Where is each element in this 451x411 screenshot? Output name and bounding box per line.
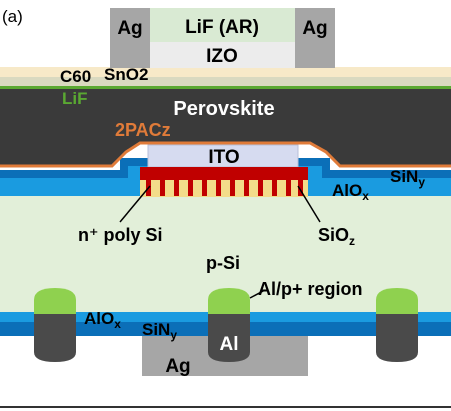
sioz-sub: z [349, 234, 355, 248]
al-contact-right [376, 288, 418, 362]
ag-top-left-label: Ag [117, 18, 142, 39]
c60-label: C60 [60, 67, 91, 86]
al-contact-left [34, 288, 76, 362]
alox-rear-prefix: AlO [84, 309, 114, 328]
2pacz-label: 2PACz [115, 120, 171, 140]
perovskite-layer [0, 89, 451, 166]
alox-front-prefix: AlO [332, 181, 362, 200]
izo-label: IZO [206, 46, 238, 67]
al-p-leader [249, 289, 266, 299]
sioz-leader [297, 185, 321, 223]
n-poly-si-label: n⁺ poly Si [78, 225, 163, 245]
ito-label: ITO [208, 147, 239, 168]
alox-rear-label: AlOx [84, 309, 121, 331]
lif-ar-layer [150, 8, 295, 42]
ag-top-left [110, 8, 150, 68]
c60-sno2-layer [0, 67, 451, 77]
n-poly-leader [119, 185, 151, 223]
sno2-label: SnO2 [104, 65, 148, 84]
al-p-region-label: Al/p+ region [258, 279, 363, 299]
izo-layer [150, 42, 295, 68]
sioz-prefix: SiO [318, 225, 349, 245]
alox-rear-sub: x [114, 317, 121, 331]
lif-layer [0, 86, 451, 89]
2pacz-layer [0, 141, 451, 168]
al-contact-center [208, 288, 250, 362]
siny-rear-prefix: SiN [142, 320, 170, 339]
ag-rear-label: Ag [165, 356, 190, 377]
lif-ar-label: LiF (AR) [185, 17, 259, 38]
panel-label: (a) [2, 7, 23, 26]
interlayer-band [0, 77, 451, 86]
bottom-border [0, 406, 451, 408]
lif-label: LiF [62, 89, 88, 108]
alox-front-sub: x [362, 189, 369, 203]
siny-rear-sub: y [170, 328, 177, 342]
al-label: Al [220, 334, 239, 355]
perovskite-label: Perovskite [173, 98, 274, 120]
siny-front-label: SiNy [390, 167, 425, 189]
ag-top-right [295, 8, 335, 68]
p-si-label: p-Si [206, 253, 240, 273]
alox-front-label: AlOx [332, 181, 369, 203]
sioz-label: SiOz [318, 225, 355, 248]
siny-front-sub: y [418, 175, 425, 189]
n-poly-si-layer [140, 167, 308, 180]
siny-front-prefix: SiN [390, 167, 418, 186]
siny-rear-label: SiNy [142, 320, 177, 342]
ag-top-right-label: Ag [302, 18, 327, 39]
